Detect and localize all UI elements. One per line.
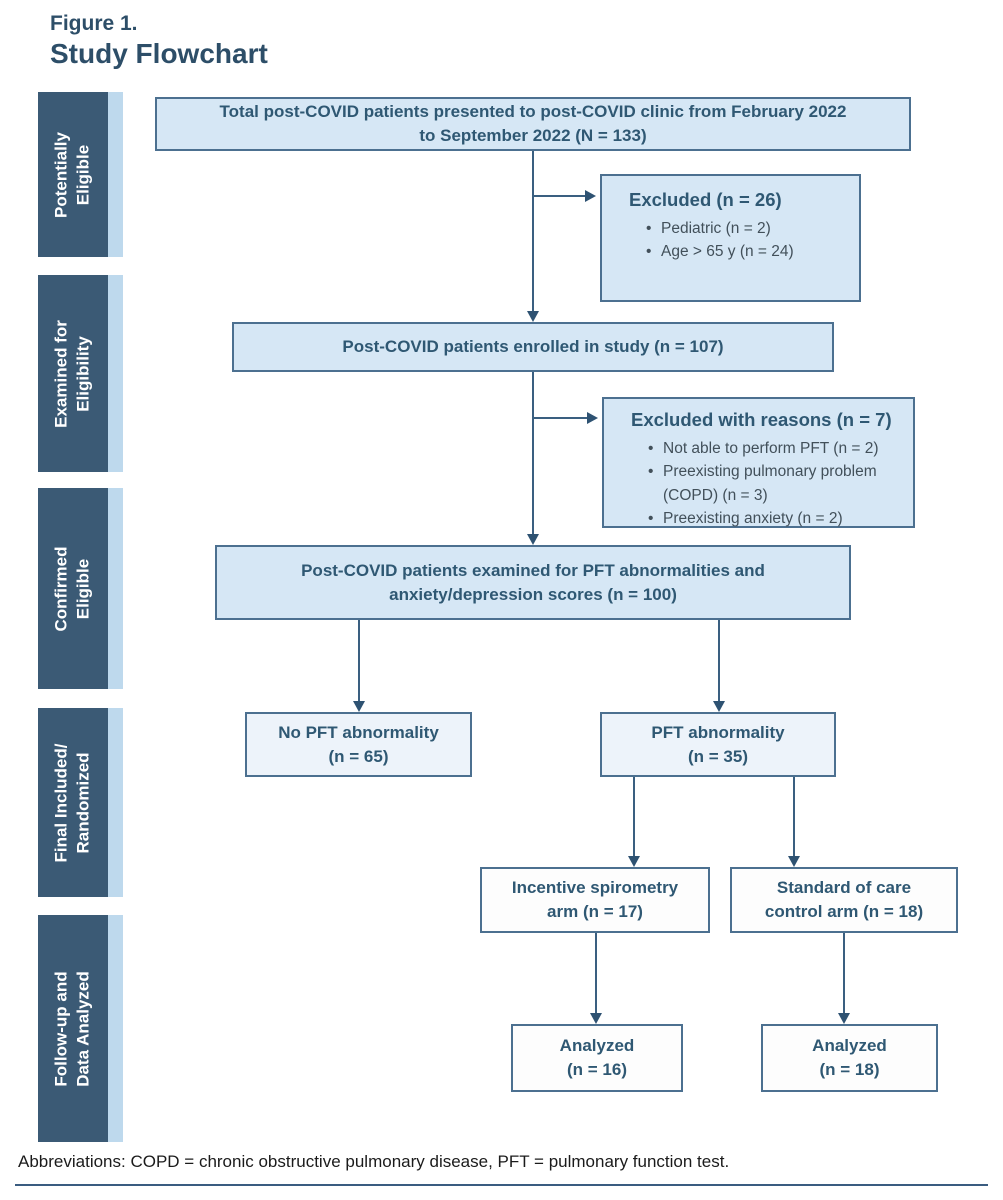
node-pft-abnormality: PFT abnormality (n = 35): [600, 712, 836, 777]
stage-strip: [108, 915, 123, 1142]
node-analyzed-spirometry: Analyzed (n = 16): [511, 1024, 683, 1092]
connector-total-to-excluded: [533, 195, 585, 197]
stage-bar-confirmed-eligible: Confirmed Eligible: [38, 488, 123, 689]
node-analyzed-control: Analyzed (n = 18): [761, 1024, 938, 1092]
excluded-title: Excluded (n = 26): [629, 189, 782, 210]
stage-label-follow-up-data-analyzed: Follow-up and Data Analyzed: [51, 970, 93, 1087]
node-no-pft-abnormality: No PFT abnormality (n = 65): [245, 712, 472, 777]
excluded-list: Pediatric (n = 2) Age > 65 y (n = 24): [629, 217, 849, 264]
node-excluded: Excluded (n = 26) Pediatric (n = 2) Age …: [600, 174, 861, 302]
stage-label-examined-for-eligibility: Examined for Eligibility: [51, 319, 93, 428]
footer-divider: [15, 1184, 988, 1186]
connector-pft-to-control-arm: [793, 777, 795, 857]
arrowhead-total-to-excluded: [585, 190, 596, 202]
excluded-item: Age > 65 y (n = 24): [646, 240, 849, 264]
arrowhead-total-to-enrolled: [527, 311, 539, 322]
figure-label: Figure 1.: [50, 12, 138, 35]
stage-label-potentially-eligible: Potentially Eligible: [51, 131, 93, 218]
arrowhead-spirometry-to-analyzed: [590, 1013, 602, 1024]
abbreviations-note: Abbreviations: COPD = chronic obstructiv…: [18, 1152, 730, 1171]
stage-bar-examined-for-eligibility: Examined for Eligibility: [38, 275, 123, 472]
arrowhead-enrolled-to-excluded-reasons: [587, 412, 598, 424]
stage-strip: [108, 708, 123, 897]
arrowhead-control-to-analyzed: [838, 1013, 850, 1024]
excluded-with-reasons-list: Not able to perform PFT (n = 2) Preexist…: [631, 437, 903, 530]
node-enrolled: Post-COVID patients enrolled in study (n…: [232, 322, 834, 372]
connector-examined-to-no-pft: [358, 620, 360, 702]
connector-pft-to-spirometry-arm: [633, 777, 635, 857]
excluded-item: Preexisting pulmonary problem (COPD) (n …: [648, 460, 903, 507]
stage-label-final-included-randomized: Final Included/ Randomized: [51, 743, 93, 863]
excluded-item: Not able to perform PFT (n = 2): [648, 437, 903, 461]
connector-total-to-enrolled: [532, 151, 534, 312]
node-excluded-with-reasons: Excluded with reasons (n = 7) Not able t…: [602, 397, 915, 530]
arrowhead-examined-to-pft: [713, 701, 725, 712]
arrowhead-pft-to-control-arm: [788, 856, 800, 867]
connector-control-to-analyzed: [843, 933, 845, 1014]
stage-label-confirmed-eligible: Confirmed Eligible: [51, 546, 93, 631]
excluded-item: Preexisting anxiety (n = 2): [648, 507, 903, 531]
connector-examined-to-pft: [718, 620, 720, 702]
stage-bar-final-included-randomized: Final Included/ Randomized: [38, 708, 123, 897]
figure-title: Study Flowchart: [50, 38, 268, 69]
stage-strip: [108, 488, 123, 689]
excluded-item: Pediatric (n = 2): [646, 217, 849, 241]
stage-bar-follow-up-data-analyzed: Follow-up and Data Analyzed: [38, 915, 123, 1142]
connector-spirometry-to-analyzed: [595, 933, 597, 1014]
arrowhead-examined-to-no-pft: [353, 701, 365, 712]
stage-strip: [108, 275, 123, 472]
node-incentive-spirometry-arm: Incentive spirometry arm (n = 17): [480, 867, 710, 933]
stage-strip: [108, 92, 123, 257]
arrowhead-enrolled-to-examined: [527, 534, 539, 545]
connector-enrolled-to-examined: [532, 372, 534, 535]
stage-bar-potentially-eligible: Potentially Eligible: [38, 92, 123, 257]
node-total-patients: Total post-COVID patients presented to p…: [155, 97, 911, 151]
node-examined-pft: Post-COVID patients examined for PFT abn…: [215, 545, 851, 620]
excluded-with-reasons-title: Excluded with reasons (n = 7): [631, 409, 892, 430]
arrowhead-pft-to-spirometry-arm: [628, 856, 640, 867]
connector-enrolled-to-excluded-reasons: [533, 417, 587, 419]
node-standard-of-care-arm: Standard of care control arm (n = 18): [730, 867, 958, 933]
